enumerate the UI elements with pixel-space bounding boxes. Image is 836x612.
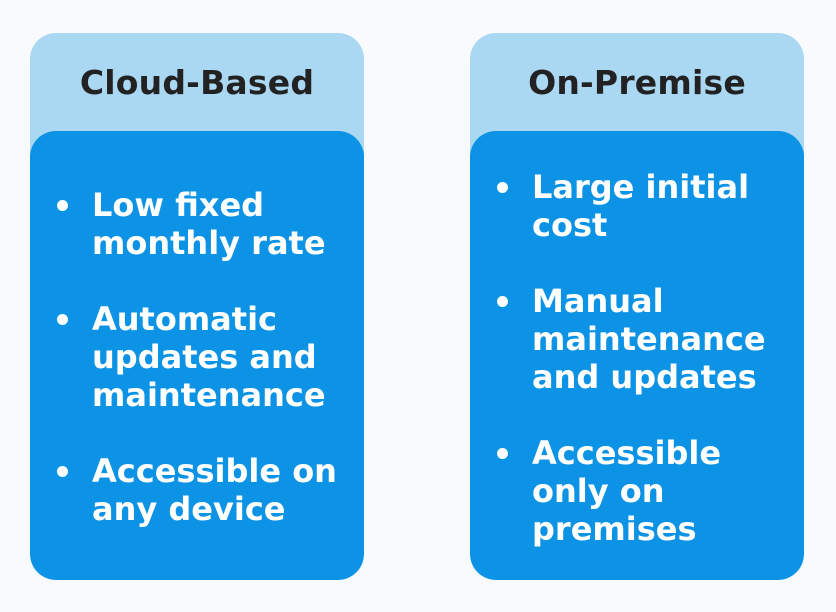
cloud-based-title: Cloud-Based xyxy=(79,62,315,102)
bullet-icon xyxy=(57,314,68,325)
bullet-icon xyxy=(57,466,68,477)
list-item: Accessible on any device xyxy=(30,452,364,528)
list-item: Large initial cost xyxy=(470,168,804,244)
cloud-based-list: Low fixed monthly rate Automatic updates… xyxy=(30,186,364,566)
list-item: Low fixed monthly rate xyxy=(30,186,364,262)
list-item: Automatic updates and maintenance xyxy=(30,300,364,414)
list-item-text: Accessible only on premises xyxy=(532,434,722,548)
bullet-icon xyxy=(497,448,508,459)
bullet-icon xyxy=(57,200,68,211)
on-premise-list: Large initial cost Manual maintenance an… xyxy=(470,168,804,580)
cloud-based-body: Low fixed monthly rate Automatic updates… xyxy=(30,131,364,580)
list-item-text: Manual maintenance and updates xyxy=(532,282,766,396)
on-premise-card: On-Premise Large initial cost Manual mai… xyxy=(470,33,804,580)
on-premise-body: Large initial cost Manual maintenance an… xyxy=(470,131,804,580)
cloud-based-card: Cloud-Based Low fixed monthly rate Autom… xyxy=(30,33,364,580)
bullet-icon xyxy=(497,296,508,307)
list-item: Manual maintenance and updates xyxy=(470,282,804,396)
list-item-text: Automatic updates and maintenance xyxy=(92,300,326,414)
list-item-text: Accessible on any device xyxy=(92,452,337,528)
list-item: Accessible only on premises xyxy=(470,434,804,548)
on-premise-title: On-Premise xyxy=(528,62,746,102)
bullet-icon xyxy=(497,182,508,193)
list-item-text: Low fixed monthly rate xyxy=(92,186,326,262)
list-item-text: Large initial cost xyxy=(532,168,750,244)
